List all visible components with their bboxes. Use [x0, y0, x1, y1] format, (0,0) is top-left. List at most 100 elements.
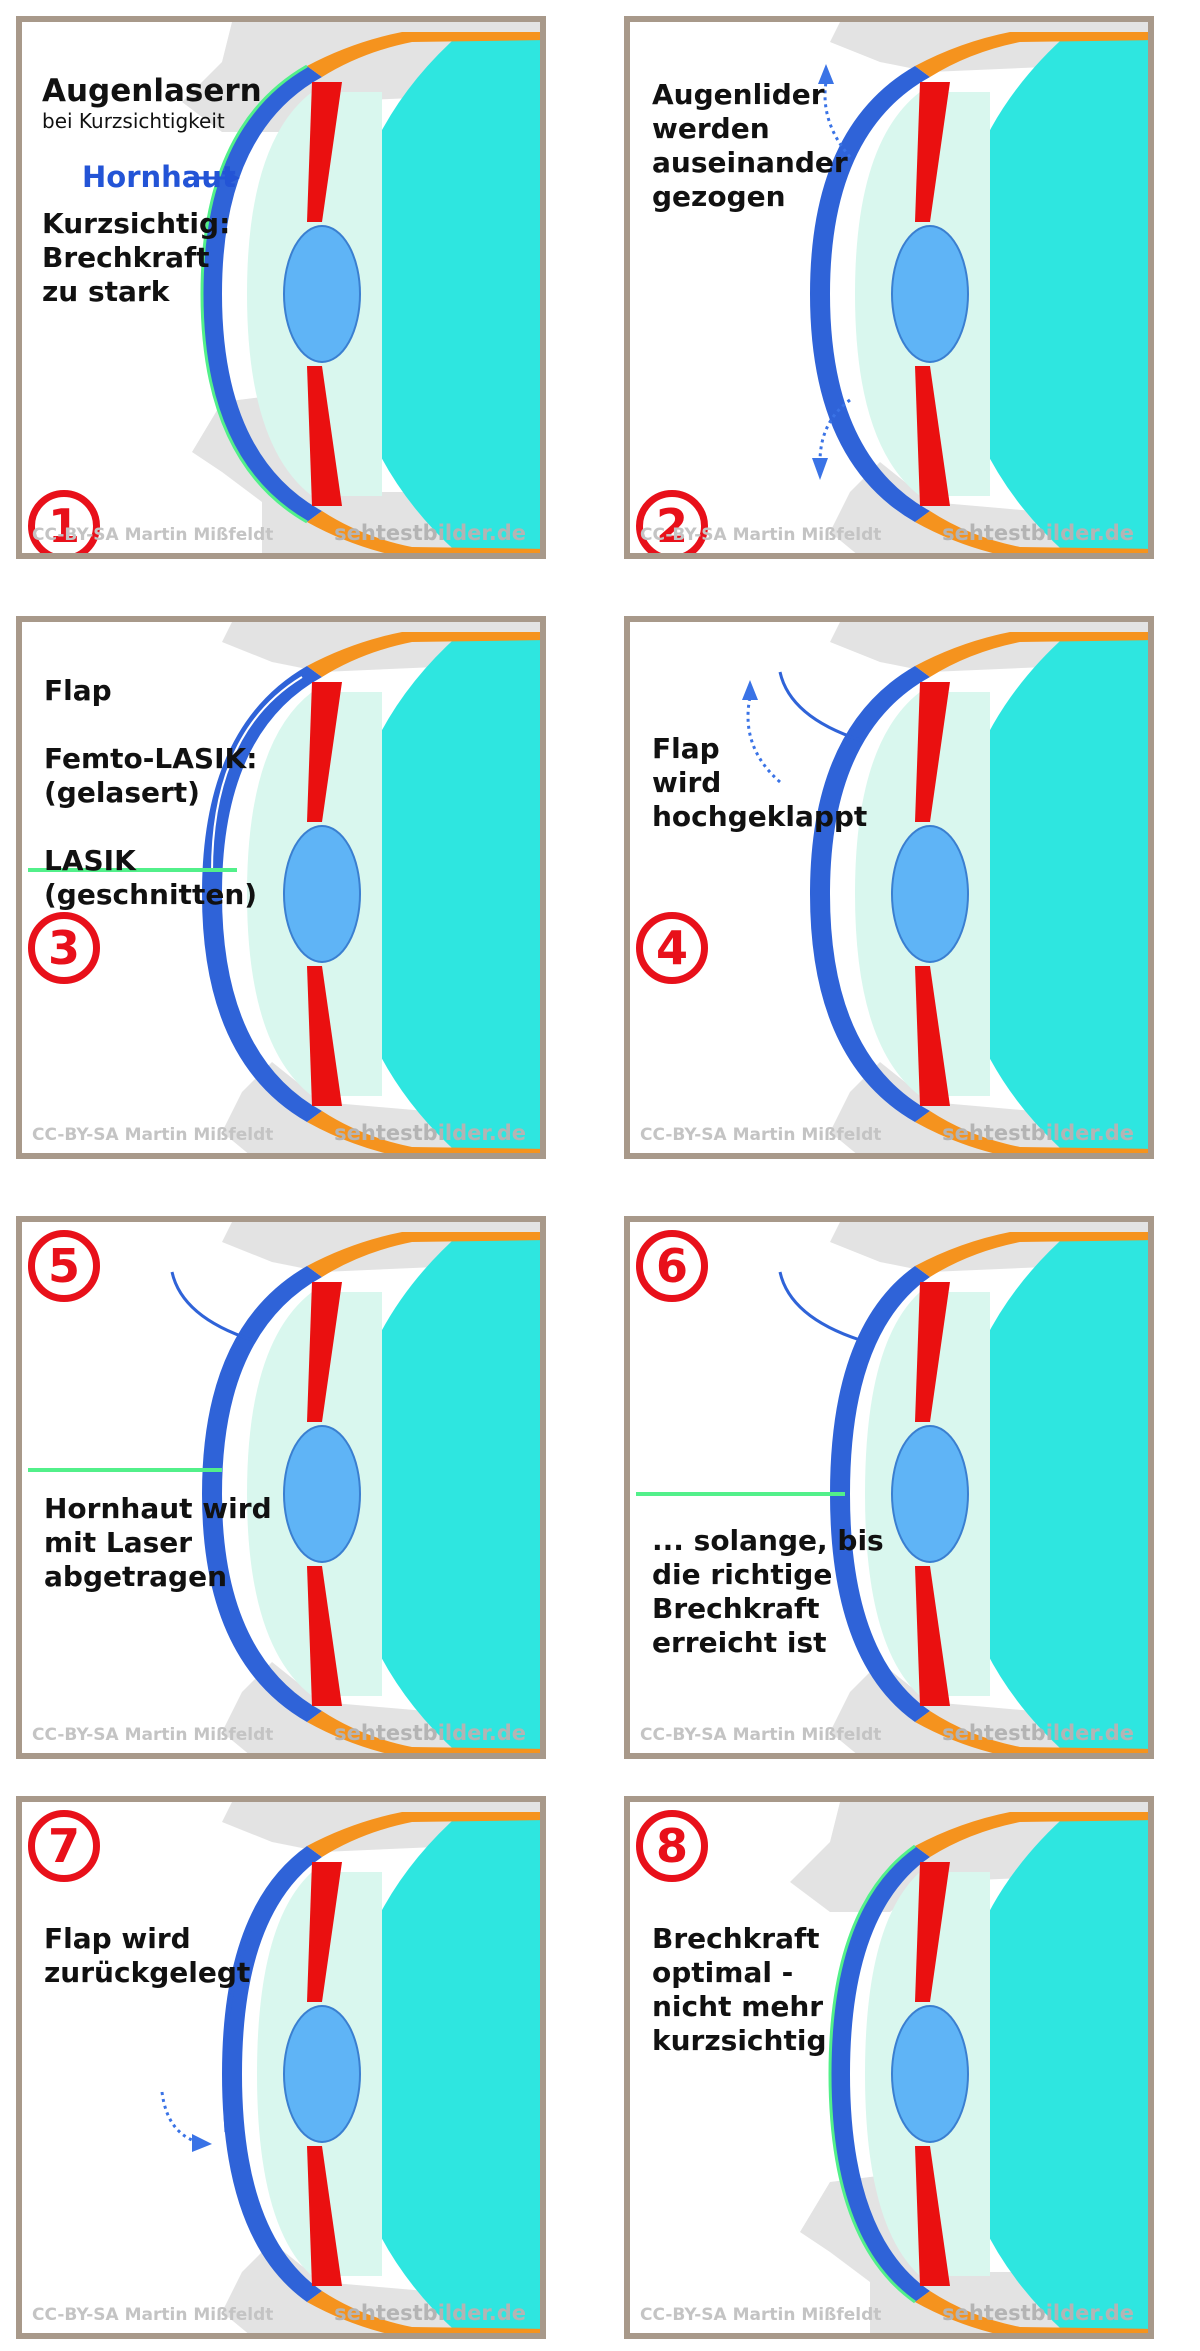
arrow-return — [160, 2091, 198, 2144]
credit-text: CC-BY-SA Martin Mißfeldt — [32, 1125, 274, 1145]
arrow-up — [823, 81, 852, 158]
panel-caption: Brechkraft optimal - nicht mehr kurzsich… — [652, 1922, 827, 2057]
cornea-surface — [200, 64, 308, 524]
panel-4: Flap wird hochgeklappt 4 CC-BY-SA Martin… — [624, 616, 1154, 1159]
credit-text: CC-BY-SA Martin Mißfeldt — [640, 1725, 882, 1745]
iris-top — [307, 1282, 342, 1422]
eye-diagram — [742, 622, 1148, 1153]
credit-text: CC-BY-SA Martin Mißfeldt — [640, 2305, 882, 2325]
step-number: 2 — [636, 490, 708, 553]
vitreous — [950, 32, 1148, 553]
site-text: sehtestbilder.de — [334, 1721, 526, 1745]
site-text: sehtestbilder.de — [334, 1121, 526, 1145]
site-text: sehtestbilder.de — [942, 1721, 1134, 1745]
vitreous — [342, 1812, 540, 2333]
site-text: sehtestbilder.de — [942, 521, 1134, 545]
cornea — [810, 66, 930, 522]
vitreous — [342, 632, 540, 1153]
site-text: sehtestbilder.de — [942, 2301, 1134, 2325]
eye-diagram — [28, 1222, 540, 1753]
cornea — [202, 666, 322, 1122]
cornea — [810, 666, 930, 1122]
iris-top — [307, 682, 342, 822]
panel-6: ... solange, bis die richtige Brechkraft… — [624, 1216, 1154, 1759]
vitreous — [950, 1812, 1148, 2333]
cornea — [830, 1846, 930, 2302]
eye-diagram — [636, 1222, 1148, 1753]
panel-8: Brechkraft optimal - nicht mehr kurzsich… — [624, 1796, 1154, 2339]
iris-top — [307, 1862, 342, 2002]
panel-caption: Kurzsichtig: Brechkraft zu stark — [42, 207, 231, 308]
iris-top — [307, 82, 342, 222]
panel-5: Hornhaut wird mit Laser abgetragen 5 CC-… — [16, 1216, 546, 1759]
credit-text: CC-BY-SA Martin Mißfeldt — [32, 1725, 274, 1745]
eye-diagram — [160, 1802, 540, 2333]
iris-bottom — [915, 366, 950, 506]
eye-diagram — [790, 1802, 1148, 2333]
lens — [283, 225, 361, 363]
panel-2: Augenlider werden auseinander gezogen 2 … — [624, 16, 1154, 559]
raised-flap — [170, 1271, 253, 1342]
lens — [891, 225, 969, 363]
eye-diagram — [810, 22, 1148, 553]
iris-top — [915, 1862, 950, 2002]
iris-bottom — [307, 966, 342, 1106]
step-number: 7 — [28, 1810, 100, 1882]
panel-caption: Flap wird hochgeklappt — [652, 732, 868, 833]
cornea-surface — [828, 1844, 916, 2304]
arrow-return-head — [192, 2134, 212, 2152]
iris-bottom — [915, 966, 950, 1106]
lens — [283, 2005, 361, 2143]
panel-caption: ... solange, bis die richtige Brechkraft… — [652, 1524, 884, 1659]
flap-cut — [211, 676, 303, 873]
arrow-up-head — [742, 680, 758, 700]
site-text: sehtestbilder.de — [334, 521, 526, 545]
arrow-down — [818, 398, 851, 463]
iris-bottom — [307, 2146, 342, 2286]
raised-flap — [778, 671, 861, 742]
credit-text: CC-BY-SA Martin Mißfeldt — [640, 525, 882, 545]
iris-bottom — [915, 2146, 950, 2286]
panel-caption: Flap Femto-LASIK: (gelasert) LASIK (gesc… — [44, 674, 258, 911]
panel-3: Flap Femto-LASIK: (gelasert) LASIK (gesc… — [16, 616, 546, 1159]
iris-top — [915, 682, 950, 822]
raised-flap — [778, 1271, 861, 1342]
vitreous — [950, 1232, 1148, 1753]
cornea — [830, 1266, 930, 1722]
arrow-up-head — [818, 64, 834, 84]
iris-bottom — [915, 1566, 950, 1706]
hornhaut-arrow — [188, 172, 240, 184]
eye-diagram — [28, 622, 540, 1153]
panel-caption: Flap wird zurückgelegt — [44, 1922, 251, 1989]
credit-text: CC-BY-SA Martin Mißfeldt — [32, 2305, 274, 2325]
step-number: 8 — [636, 1810, 708, 1882]
lens — [283, 1425, 361, 1563]
cornea — [222, 1846, 322, 2302]
panel-title: Augenlasern bei Kurzsichtigkeit — [42, 40, 262, 168]
credit-text: CC-BY-SA Martin Mißfeldt — [640, 1125, 882, 1145]
site-text: sehtestbilder.de — [942, 1121, 1134, 1145]
arrow-up — [746, 696, 781, 784]
lens — [891, 825, 969, 963]
lens — [891, 2005, 969, 2143]
lens — [283, 825, 361, 963]
step-number: 6 — [636, 1230, 708, 1302]
title-text: Augenlasern — [42, 73, 262, 109]
credit-text: CC-BY-SA Martin Mißfeldt — [32, 525, 274, 545]
cornea — [202, 1266, 322, 1722]
step-number: 3 — [28, 912, 100, 984]
arrow-down-head — [812, 458, 828, 480]
vitreous — [342, 1232, 540, 1753]
returning-flap — [222, 1931, 254, 2133]
site-text: sehtestbilder.de — [334, 2301, 526, 2325]
panel-caption: Augenlider werden auseinander gezogen — [652, 78, 848, 213]
iris-top — [915, 82, 950, 222]
iris-bottom — [307, 366, 342, 506]
panel-7: Flap wird zurückgelegt 7 CC-BY-SA Martin… — [16, 1796, 546, 2339]
iris-top — [915, 1282, 950, 1422]
step-number: 1 — [28, 490, 100, 553]
vitreous — [342, 32, 540, 553]
lens — [891, 1425, 969, 1563]
vitreous — [950, 632, 1148, 1153]
iris-bottom — [307, 1566, 342, 1706]
